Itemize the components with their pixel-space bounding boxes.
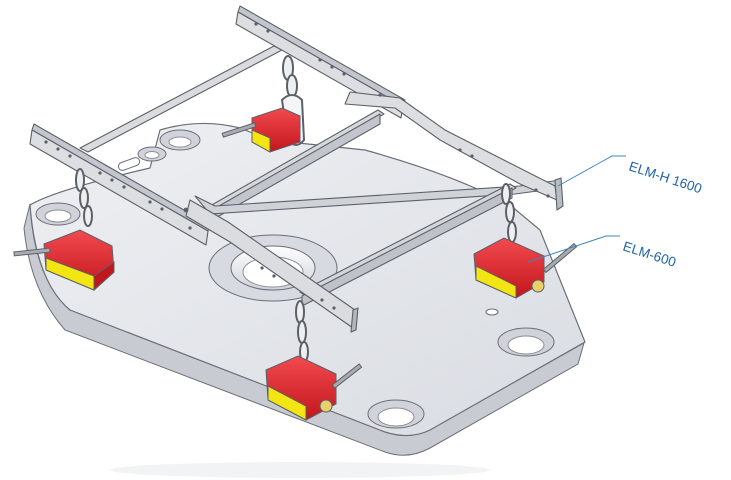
floor-shadow	[110, 462, 490, 478]
callout-label-elm-h-1600: ELM-H 1600	[627, 159, 704, 197]
lifting-magnet-front	[265, 355, 363, 421]
lifting-beam-elm-h-1600	[29, 5, 564, 333]
plate-small-hole	[485, 308, 499, 316]
plate-hole-front	[367, 399, 425, 429]
callout-label-elm-600: ELM-600	[621, 239, 678, 270]
plate-hole-back-2	[137, 146, 167, 162]
plate-hole-right	[497, 327, 555, 357]
plate-hole-left	[35, 202, 81, 226]
shackle-icon	[75, 55, 517, 363]
lifting-magnet-back	[221, 107, 301, 153]
callout-beam: ELM-H 1600	[557, 155, 704, 197]
plate-slot	[117, 157, 141, 171]
plate-hole-back-1	[159, 129, 201, 151]
lifting-magnet-left	[13, 229, 115, 292]
lifting-magnet-right	[473, 237, 578, 299]
